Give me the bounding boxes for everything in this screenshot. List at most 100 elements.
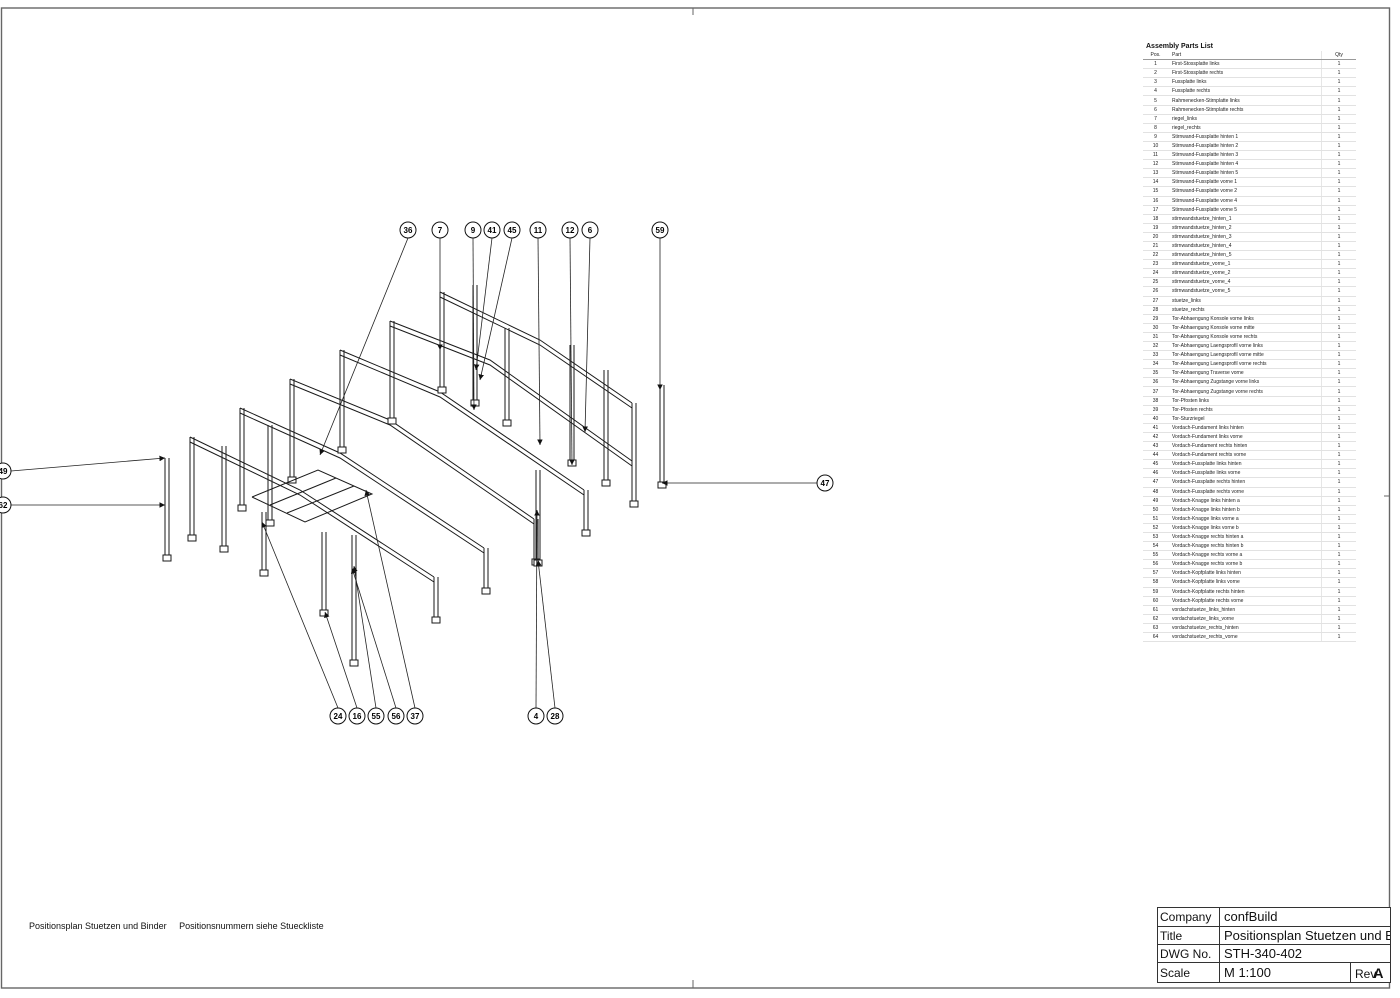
parts-cell-qty: 1 xyxy=(1321,596,1356,606)
parts-cell-part: Fussplatte rechts xyxy=(1168,86,1322,97)
canopy-outline xyxy=(251,469,374,523)
parts-cell-part: First-Stossplatte links xyxy=(1168,59,1322,70)
balloon-left-upper: 49 xyxy=(0,462,12,480)
parts-cell-pos: 10 xyxy=(1143,141,1168,152)
parts-cell-pos: 57 xyxy=(1143,568,1168,579)
portal-frame-6-rafter-lower xyxy=(439,296,633,409)
canopy-beam xyxy=(286,485,355,514)
svg-text:36: 36 xyxy=(404,226,413,235)
parts-cell-pos: 42 xyxy=(1143,432,1168,443)
parts-cell-pos: 54 xyxy=(1143,541,1168,552)
parts-cell-pos: 40 xyxy=(1143,414,1168,424)
parts-cell-qty: 1 xyxy=(1321,386,1356,397)
parts-cell-pos: 23 xyxy=(1143,259,1168,270)
parts-cell-qty: 1 xyxy=(1321,214,1356,224)
leader-17 xyxy=(364,489,416,709)
parts-cell-part: stirnwandstuetze_vorne_1 xyxy=(1168,259,1322,270)
parts-cell-qty: 1 xyxy=(1321,150,1356,161)
balloon-56: 56 xyxy=(387,707,405,725)
parts-cell-qty: 1 xyxy=(1321,514,1356,524)
parts-cell-part: Fussplatte links xyxy=(1168,77,1322,88)
parts-cell-part: Tor-Sturzriegel xyxy=(1168,414,1322,424)
parts-cell-qty: 1 xyxy=(1321,541,1356,552)
parts-cell-part: Vordach-Knagge links hinten a xyxy=(1168,496,1322,506)
parts-cell-part: Stirnwand-Fussplatte vorne 4 xyxy=(1168,196,1322,206)
svg-text:56: 56 xyxy=(392,712,401,721)
portal-frame-1-rafter-lower xyxy=(189,441,435,583)
parts-cell-qty: 1 xyxy=(1321,95,1356,106)
svg-text:11: 11 xyxy=(534,226,543,235)
portal-frame-3-left-column-baseplate xyxy=(287,476,297,484)
parts-cell-qty: 1 xyxy=(1321,396,1356,406)
parts-cell-qty: 1 xyxy=(1321,368,1356,379)
leader-4 xyxy=(473,237,493,371)
parts-cell-pos: 31 xyxy=(1143,332,1168,343)
balloon-16: 16 xyxy=(348,707,366,725)
parts-cell-pos: 47 xyxy=(1143,477,1168,488)
balloon-28: 28 xyxy=(546,707,564,725)
parts-cell-part: Stirnwand-Fussplatte hinten 1 xyxy=(1168,132,1322,142)
parts-cell-qty: 1 xyxy=(1321,577,1356,588)
leader-1 xyxy=(319,237,409,456)
parts-cell-part: stirnwandstuetze_hinten_5 xyxy=(1168,250,1322,261)
parts-cell-qty: 1 xyxy=(1321,177,1356,188)
portal-frame-1-right-column-baseplate xyxy=(431,616,441,624)
parts-cell-pos: 36 xyxy=(1143,377,1168,388)
svg-text:7: 7 xyxy=(438,226,443,235)
parts-cell-pos: 37 xyxy=(1143,386,1168,397)
title-block-dwg-row: DWG No. STH-340-402 xyxy=(1158,944,1390,963)
header-part: Part xyxy=(1168,51,1322,61)
parts-cell-part: riegel_rechts xyxy=(1168,123,1322,133)
title-label: Title xyxy=(1158,927,1220,945)
leader-14 xyxy=(324,611,358,709)
title-block-title-row: Title Positionsplan Stuetzen und Binder xyxy=(1158,926,1390,945)
parts-cell-part: Tor-Pfosten rechts xyxy=(1168,405,1322,415)
parts-cell-part: Rahmenecken-Stirnplatte rechts xyxy=(1168,105,1322,115)
parts-cell-part: Vordach-Knagge rechts hinten a xyxy=(1168,532,1322,543)
parts-cell-pos: 63 xyxy=(1143,623,1168,634)
parts-cell-pos: 30 xyxy=(1143,323,1168,333)
gable-column-2-baseplate xyxy=(265,519,275,527)
parts-cell-pos: 26 xyxy=(1143,286,1168,297)
balloon-47: 47 xyxy=(816,474,834,492)
leader-11 xyxy=(10,455,166,472)
company-label: Company xyxy=(1158,908,1220,926)
parts-cell-pos: 19 xyxy=(1143,223,1168,233)
parts-cell-qty: 1 xyxy=(1321,405,1356,415)
gable-column-5-baseplate xyxy=(601,479,611,487)
parts-cell-qty: 1 xyxy=(1321,477,1356,488)
title-block-scale-row: Scale M 1:100 RevA xyxy=(1158,962,1390,982)
parts-cell-part: stirnwandstuetze_vorne_5 xyxy=(1168,286,1322,297)
parts-cell-pos: 13 xyxy=(1143,168,1168,179)
parts-cell-pos: 24 xyxy=(1143,268,1168,279)
leader-lines xyxy=(10,237,817,709)
parts-cell-pos: 1 xyxy=(1143,59,1168,70)
parts-cell-pos: 28 xyxy=(1143,305,1168,315)
parts-cell-qty: 1 xyxy=(1321,359,1356,370)
parts-cell-part: Vordach-Fundament rechts vorne xyxy=(1168,450,1322,461)
parts-cell-part: stirnwandstuetze_hinten_1 xyxy=(1168,214,1322,224)
svg-text:45: 45 xyxy=(508,226,517,235)
parts-cell-pos: 17 xyxy=(1143,205,1168,215)
parts-cell-pos: 5 xyxy=(1143,95,1168,106)
parts-cell-qty: 1 xyxy=(1321,305,1356,315)
parts-cell-pos: 53 xyxy=(1143,532,1168,543)
parts-cell-qty: 1 xyxy=(1321,259,1356,270)
parts-cell-part: Tor-Abhaengung Traverse vorne xyxy=(1168,368,1322,379)
